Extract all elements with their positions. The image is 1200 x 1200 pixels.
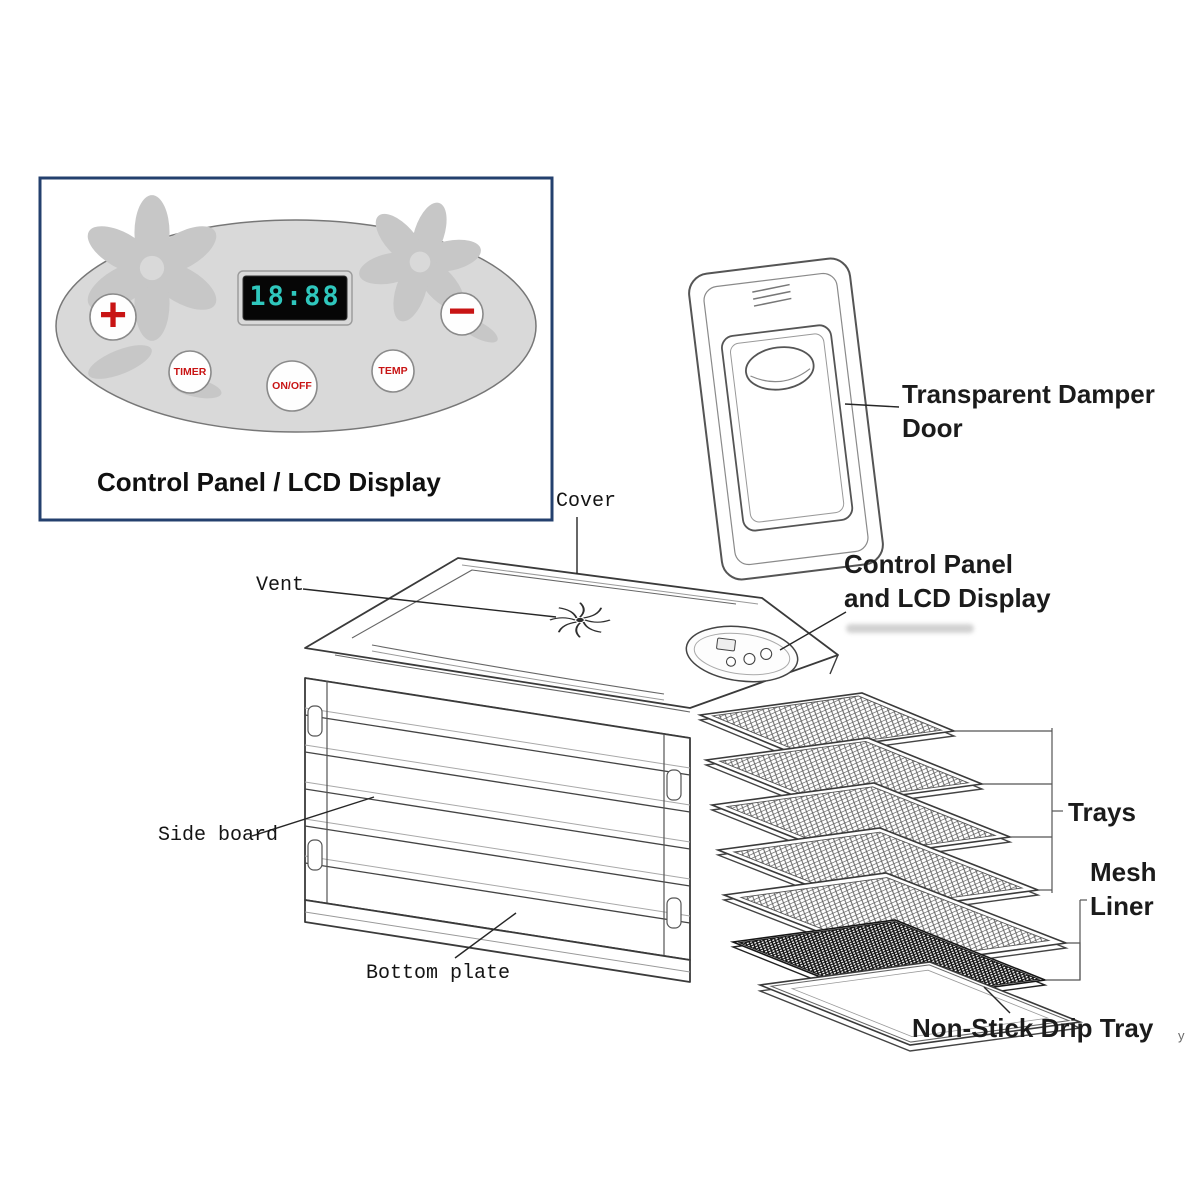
trays-label: Trays	[1068, 797, 1136, 827]
drip-tray-label: Non-Stick Drip Tray	[912, 1013, 1154, 1043]
plus-icon: +	[98, 289, 128, 342]
lcd-display: 18:88	[249, 281, 341, 312]
bottom-plate-shape	[304, 899, 691, 983]
damper-door-drawing	[688, 257, 884, 581]
stray-artifact: y	[1178, 1028, 1185, 1043]
bracket-lines	[954, 728, 1087, 981]
cover-label: Cover	[556, 490, 617, 513]
smudge-artifact	[846, 624, 974, 633]
vent-icon	[549, 602, 611, 638]
door-handle	[745, 346, 815, 391]
unit-control-panel	[685, 625, 799, 683]
minus-button	[440, 292, 484, 336]
mesh-liner-label-line1: Mesh	[1090, 857, 1157, 887]
control-panel-label-line2: and LCD Display	[844, 582, 1051, 613]
bottom-plate-label: Bottom plate	[366, 962, 511, 985]
temp-button-label: TEMP	[378, 365, 408, 377]
damper-door-label: Transparent Damper Door	[902, 378, 1155, 446]
door-vent-slots	[752, 283, 792, 307]
power-button-label: ON/OFF	[272, 380, 312, 392]
inset-control-panel-drawing	[38, 176, 554, 522]
vent-label: Vent	[256, 574, 305, 597]
control-panel-label: Control Panel and LCD Display	[844, 548, 1051, 616]
temp-button	[371, 349, 415, 393]
power-button	[266, 360, 318, 412]
damper-door-label-line1: Transparent Damper	[902, 379, 1155, 409]
damper-door-label-line2: Door	[902, 412, 963, 443]
control-panel-label-line1: Control Panel	[844, 549, 1014, 579]
timer-button-label: TIMER	[173, 366, 207, 378]
timer-button	[168, 350, 212, 394]
side-board-label: Side board	[158, 824, 279, 847]
leader-lines	[251, 403, 1011, 1014]
dehydrator-body-drawing	[304, 557, 839, 983]
mesh-liner-label-line2: Liner	[1090, 890, 1154, 921]
inset-caption: Control Panel / LCD Display	[97, 467, 441, 497]
minus-icon: −	[447, 285, 477, 338]
mesh-liner-label: Mesh Liner	[1090, 856, 1156, 924]
plus-button	[89, 293, 137, 341]
